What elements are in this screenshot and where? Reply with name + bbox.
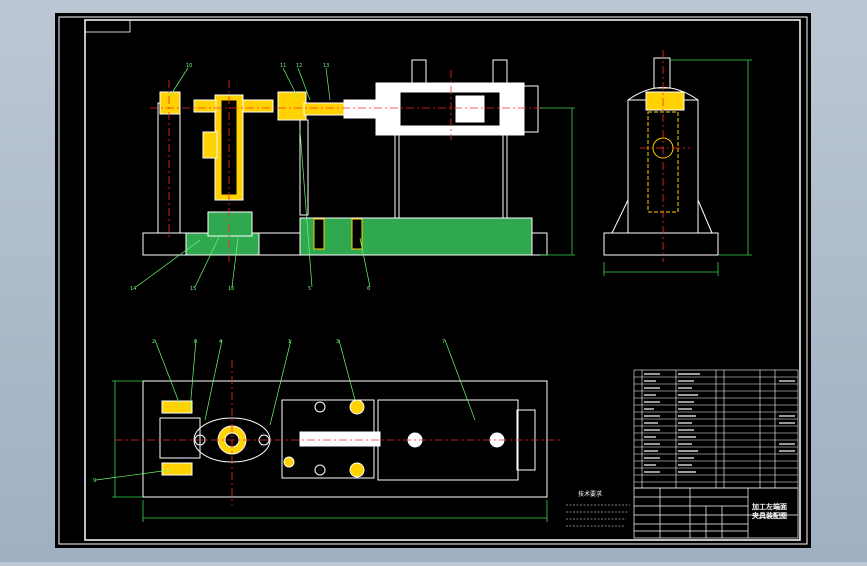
left-support-top xyxy=(159,91,181,115)
top-bolt-2 xyxy=(349,399,365,415)
balloon-label: 9 xyxy=(93,478,96,484)
top-bolt-5 xyxy=(283,456,295,468)
top-dimensions xyxy=(112,380,548,522)
top-centerlines xyxy=(115,360,560,505)
tech-requirements: 技术要求 xyxy=(566,490,630,527)
top-bolt-4 xyxy=(349,462,365,478)
top-rod xyxy=(299,431,381,447)
title-block-frame xyxy=(633,487,799,539)
balloon-label: 11 xyxy=(280,63,286,69)
base-plate-section xyxy=(299,217,533,256)
top-base xyxy=(142,380,548,498)
balloon-label: 13 xyxy=(323,63,329,69)
top-left-clamp-lower xyxy=(161,462,193,476)
clamp-head xyxy=(277,91,307,121)
side-web-left xyxy=(611,199,629,234)
top-left-block xyxy=(159,417,201,459)
cylinder-inner-hatch xyxy=(454,94,486,124)
cylinder-cap-right xyxy=(519,85,539,133)
top-bolt-1 xyxy=(314,401,326,413)
sheet-outer-border xyxy=(58,16,808,545)
horizontal-pin-left xyxy=(193,99,217,113)
balloon-label: 10 xyxy=(186,63,192,69)
bolt-1 xyxy=(313,218,325,250)
right-column xyxy=(299,119,309,216)
sheet-corner-tag xyxy=(84,19,131,33)
front-dimension xyxy=(540,107,575,256)
balloon-label: 3 xyxy=(336,339,339,345)
tech-req-title: 技术要求 xyxy=(578,490,602,498)
side-shaft xyxy=(653,57,671,89)
top-bolt-3 xyxy=(314,464,326,476)
balloon-label: 6 xyxy=(367,286,370,292)
balloon-label: 15 xyxy=(190,286,196,292)
horizontal-pin-right xyxy=(242,99,274,113)
parts-list-cols xyxy=(641,370,776,488)
parts-list[interactable] xyxy=(633,369,799,489)
balloon-label: 14 xyxy=(130,286,136,292)
balloon-label: 12 xyxy=(296,63,302,69)
bolt-2 xyxy=(351,218,363,250)
port-left xyxy=(411,59,427,84)
leaders xyxy=(95,67,476,481)
balloon-label: 7 xyxy=(442,339,445,345)
balloon-labels: 10 11 12 13 14 15 16 5 6 1 2 3 4 7 8 9 xyxy=(93,63,445,484)
balloon-label: 16 xyxy=(228,286,234,292)
lower-block xyxy=(207,211,253,237)
balloon-label: 4 xyxy=(219,339,222,345)
side-centerlines xyxy=(640,50,690,262)
side-pin-section xyxy=(202,131,218,159)
balloon-label: 8 xyxy=(194,339,197,345)
top-left-clamp-upper xyxy=(161,400,193,414)
balloon-label: 5 xyxy=(308,286,311,292)
side-dimension xyxy=(603,59,752,276)
port-right xyxy=(492,59,508,84)
balloon-label: 1 xyxy=(288,339,291,345)
balloon-label: 2 xyxy=(152,339,155,345)
side-web-right xyxy=(697,199,713,234)
clamp-rod xyxy=(303,102,345,116)
piston-rod xyxy=(343,99,377,119)
side-hatch-top xyxy=(645,91,685,111)
front-centerlines xyxy=(150,70,545,262)
side-view[interactable] xyxy=(603,57,719,256)
parts-list-text-fill xyxy=(644,373,795,473)
title-name-line1: 加工左端面 xyxy=(751,502,787,511)
title-block[interactable] xyxy=(633,487,799,539)
sheet-inner-border xyxy=(84,19,801,541)
title-name-line2: 夹具装配图 xyxy=(752,511,787,520)
